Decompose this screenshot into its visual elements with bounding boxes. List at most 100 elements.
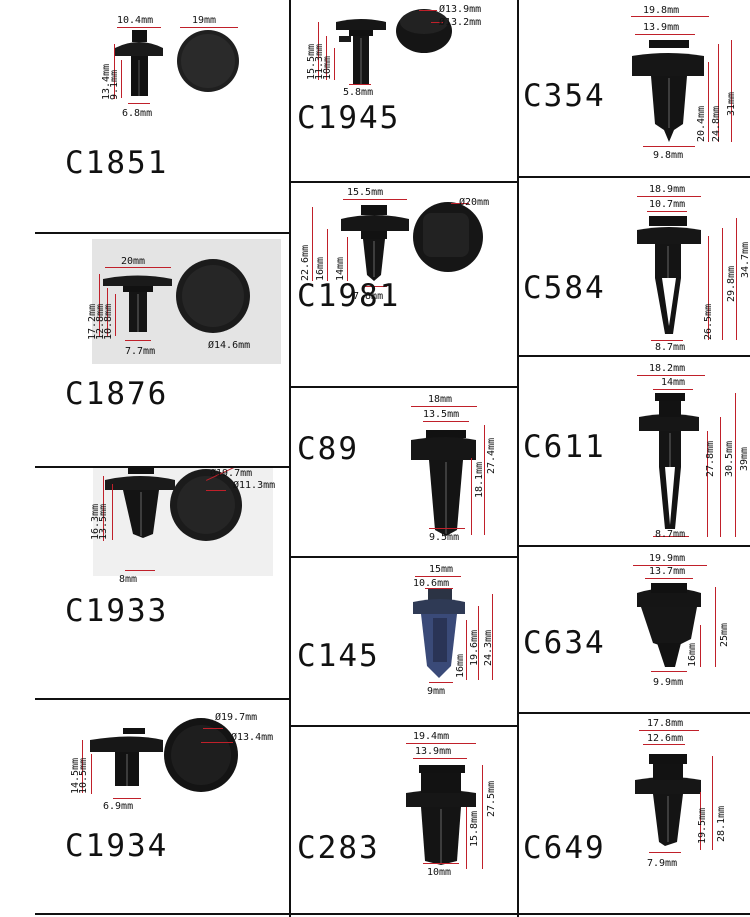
dimension-label: 22.6mm — [300, 244, 311, 281]
dimension-line — [647, 211, 687, 212]
dimension-line — [429, 682, 453, 683]
clip-head-top-view — [164, 718, 238, 792]
dimension-line — [180, 27, 238, 28]
dimension-line — [635, 34, 695, 35]
dimension-label: Ø13.2mm — [439, 17, 482, 28]
dimension-line — [413, 758, 467, 759]
clip-side-view — [341, 205, 409, 281]
dimension-line — [203, 728, 223, 729]
dimension-label: 27.8mm — [705, 440, 716, 477]
dimension-line — [637, 375, 705, 376]
dimension-label: 29.8mm — [726, 265, 737, 302]
clip-side-view — [406, 765, 476, 865]
dimension-label: 19.6mm — [469, 629, 480, 666]
part-cell-c584: 18.9mm 10.7mm 26.5mm 29.8mm 34.7mm 8.7mm… — [519, 178, 750, 355]
part-cell-c1933: Ø19.7mm Ø11.3mm 16.3mm 13.5mm 8mm C1933 — [35, 468, 289, 698]
dimension-label: 16mm — [687, 642, 698, 667]
dimension-line — [735, 393, 736, 537]
dimension-label: 5.8mm — [343, 87, 374, 98]
dimension-line — [347, 237, 348, 281]
dimension-line — [423, 421, 469, 422]
dimension-line — [466, 620, 467, 680]
dimension-line — [653, 389, 693, 390]
dimension-label: 27.5mm — [486, 780, 497, 817]
dimension-label: 13.9mm — [643, 22, 680, 33]
dimension-label: 13.7mm — [649, 566, 686, 577]
dimension-line — [82, 740, 83, 793]
dimension-line — [484, 425, 485, 535]
clip-head-top-view — [413, 202, 483, 272]
dimension-label: 39mm — [739, 446, 750, 471]
dimension-line — [451, 203, 469, 204]
row-divider — [35, 232, 289, 234]
dimension-line — [700, 792, 701, 850]
dimension-label: 26.5mm — [703, 303, 714, 340]
dimension-label: Ø13.4mm — [231, 732, 274, 743]
dimension-line — [419, 10, 437, 11]
dimension-line — [115, 294, 116, 336]
clip-side-view — [90, 728, 163, 786]
clip-side-view — [411, 430, 476, 536]
dimension-label: 10.7mm — [649, 199, 686, 210]
dimension-line — [406, 743, 476, 744]
dimension-line — [326, 36, 327, 80]
dimension-label: 9mm — [427, 686, 446, 697]
part-cell-c354: 19.8mm 13.9mm 20.4mm 24.8mm 31mm 9.8mm C… — [519, 0, 750, 176]
dimension-line — [114, 44, 115, 99]
dimension-line — [343, 199, 407, 200]
dimension-label: 15.5mm — [347, 187, 384, 198]
row-divider — [35, 466, 289, 468]
dimension-line — [712, 756, 713, 850]
part-code: C611 — [523, 429, 606, 465]
dimension-label: 9.8mm — [653, 150, 684, 161]
dimension-label: 28.1mm — [716, 805, 727, 842]
dimension-line — [201, 742, 233, 743]
dimension-line — [715, 587, 716, 667]
dimension-line — [482, 765, 483, 869]
part-cell-c634: 19.9mm 13.7mm 16mm 25mm 9.9mm C634 — [519, 547, 750, 712]
dimension-label: 14mm — [661, 377, 686, 388]
dimension-label: 13.9mm — [415, 746, 452, 757]
dimension-label: 8.7mm — [655, 529, 686, 540]
dimension-label: 10mm — [322, 55, 333, 80]
dimension-label: 15mm — [429, 564, 454, 575]
part-cell-c611: 18.2mm 14mm 27.8mm 30.5mm 39mm 8.7mm C61… — [519, 357, 750, 545]
part-cell-c1934: Ø19.7mm Ø13.4mm 14.5mm 10.5mm 6.9mm C193… — [35, 700, 289, 913]
dimension-line — [91, 754, 92, 794]
dimension-line — [318, 22, 319, 80]
dimension-label: 7.9mm — [647, 858, 678, 869]
dimension-label: 31mm — [726, 91, 737, 116]
dimension-label: Ø20mm — [459, 197, 490, 208]
dimension-label: 9.5mm — [429, 532, 460, 543]
clip-head-top-view — [396, 9, 452, 53]
dimension-line — [708, 236, 709, 340]
dimension-label: 19.9mm — [649, 553, 686, 564]
dimension-line — [99, 274, 100, 337]
dimension-line — [651, 671, 687, 672]
clip-head-top-view — [177, 30, 239, 92]
dimension-label: 18.2mm — [649, 363, 686, 374]
part-cell-c89: 18mm 13.5mm 27.4mm 18.1mm 9.5mm C89 — [291, 388, 517, 556]
dimension-label: 12.6mm — [647, 733, 684, 744]
dimension-label: 10mm — [427, 867, 452, 878]
dimension-line — [334, 48, 335, 80]
part-code: C1981 — [297, 278, 401, 314]
dimension-line — [425, 588, 453, 589]
row-divider — [291, 725, 517, 727]
dimension-label: 10.4mm — [117, 15, 154, 26]
dimension-label: 13.5mm — [98, 503, 109, 540]
row-divider — [519, 355, 750, 357]
dimension-label: 18.9mm — [649, 184, 686, 195]
dimension-label: 19.8mm — [643, 5, 680, 16]
part-code: C89 — [297, 431, 359, 467]
clip-side-view — [635, 754, 701, 846]
clip-side-view — [637, 583, 701, 667]
dimension-line — [121, 60, 122, 98]
dimension-line — [633, 565, 707, 566]
part-code: C1945 — [297, 100, 401, 136]
dimension-line — [125, 340, 151, 341]
part-cell-c1876: 20mm 17.2mm 12.8mm 10.8mm 7.7mm Ø14.6mm … — [35, 234, 289, 466]
part-code: C1934 — [65, 828, 169, 864]
dimension-line — [492, 594, 493, 680]
clip-side-view — [336, 19, 386, 84]
